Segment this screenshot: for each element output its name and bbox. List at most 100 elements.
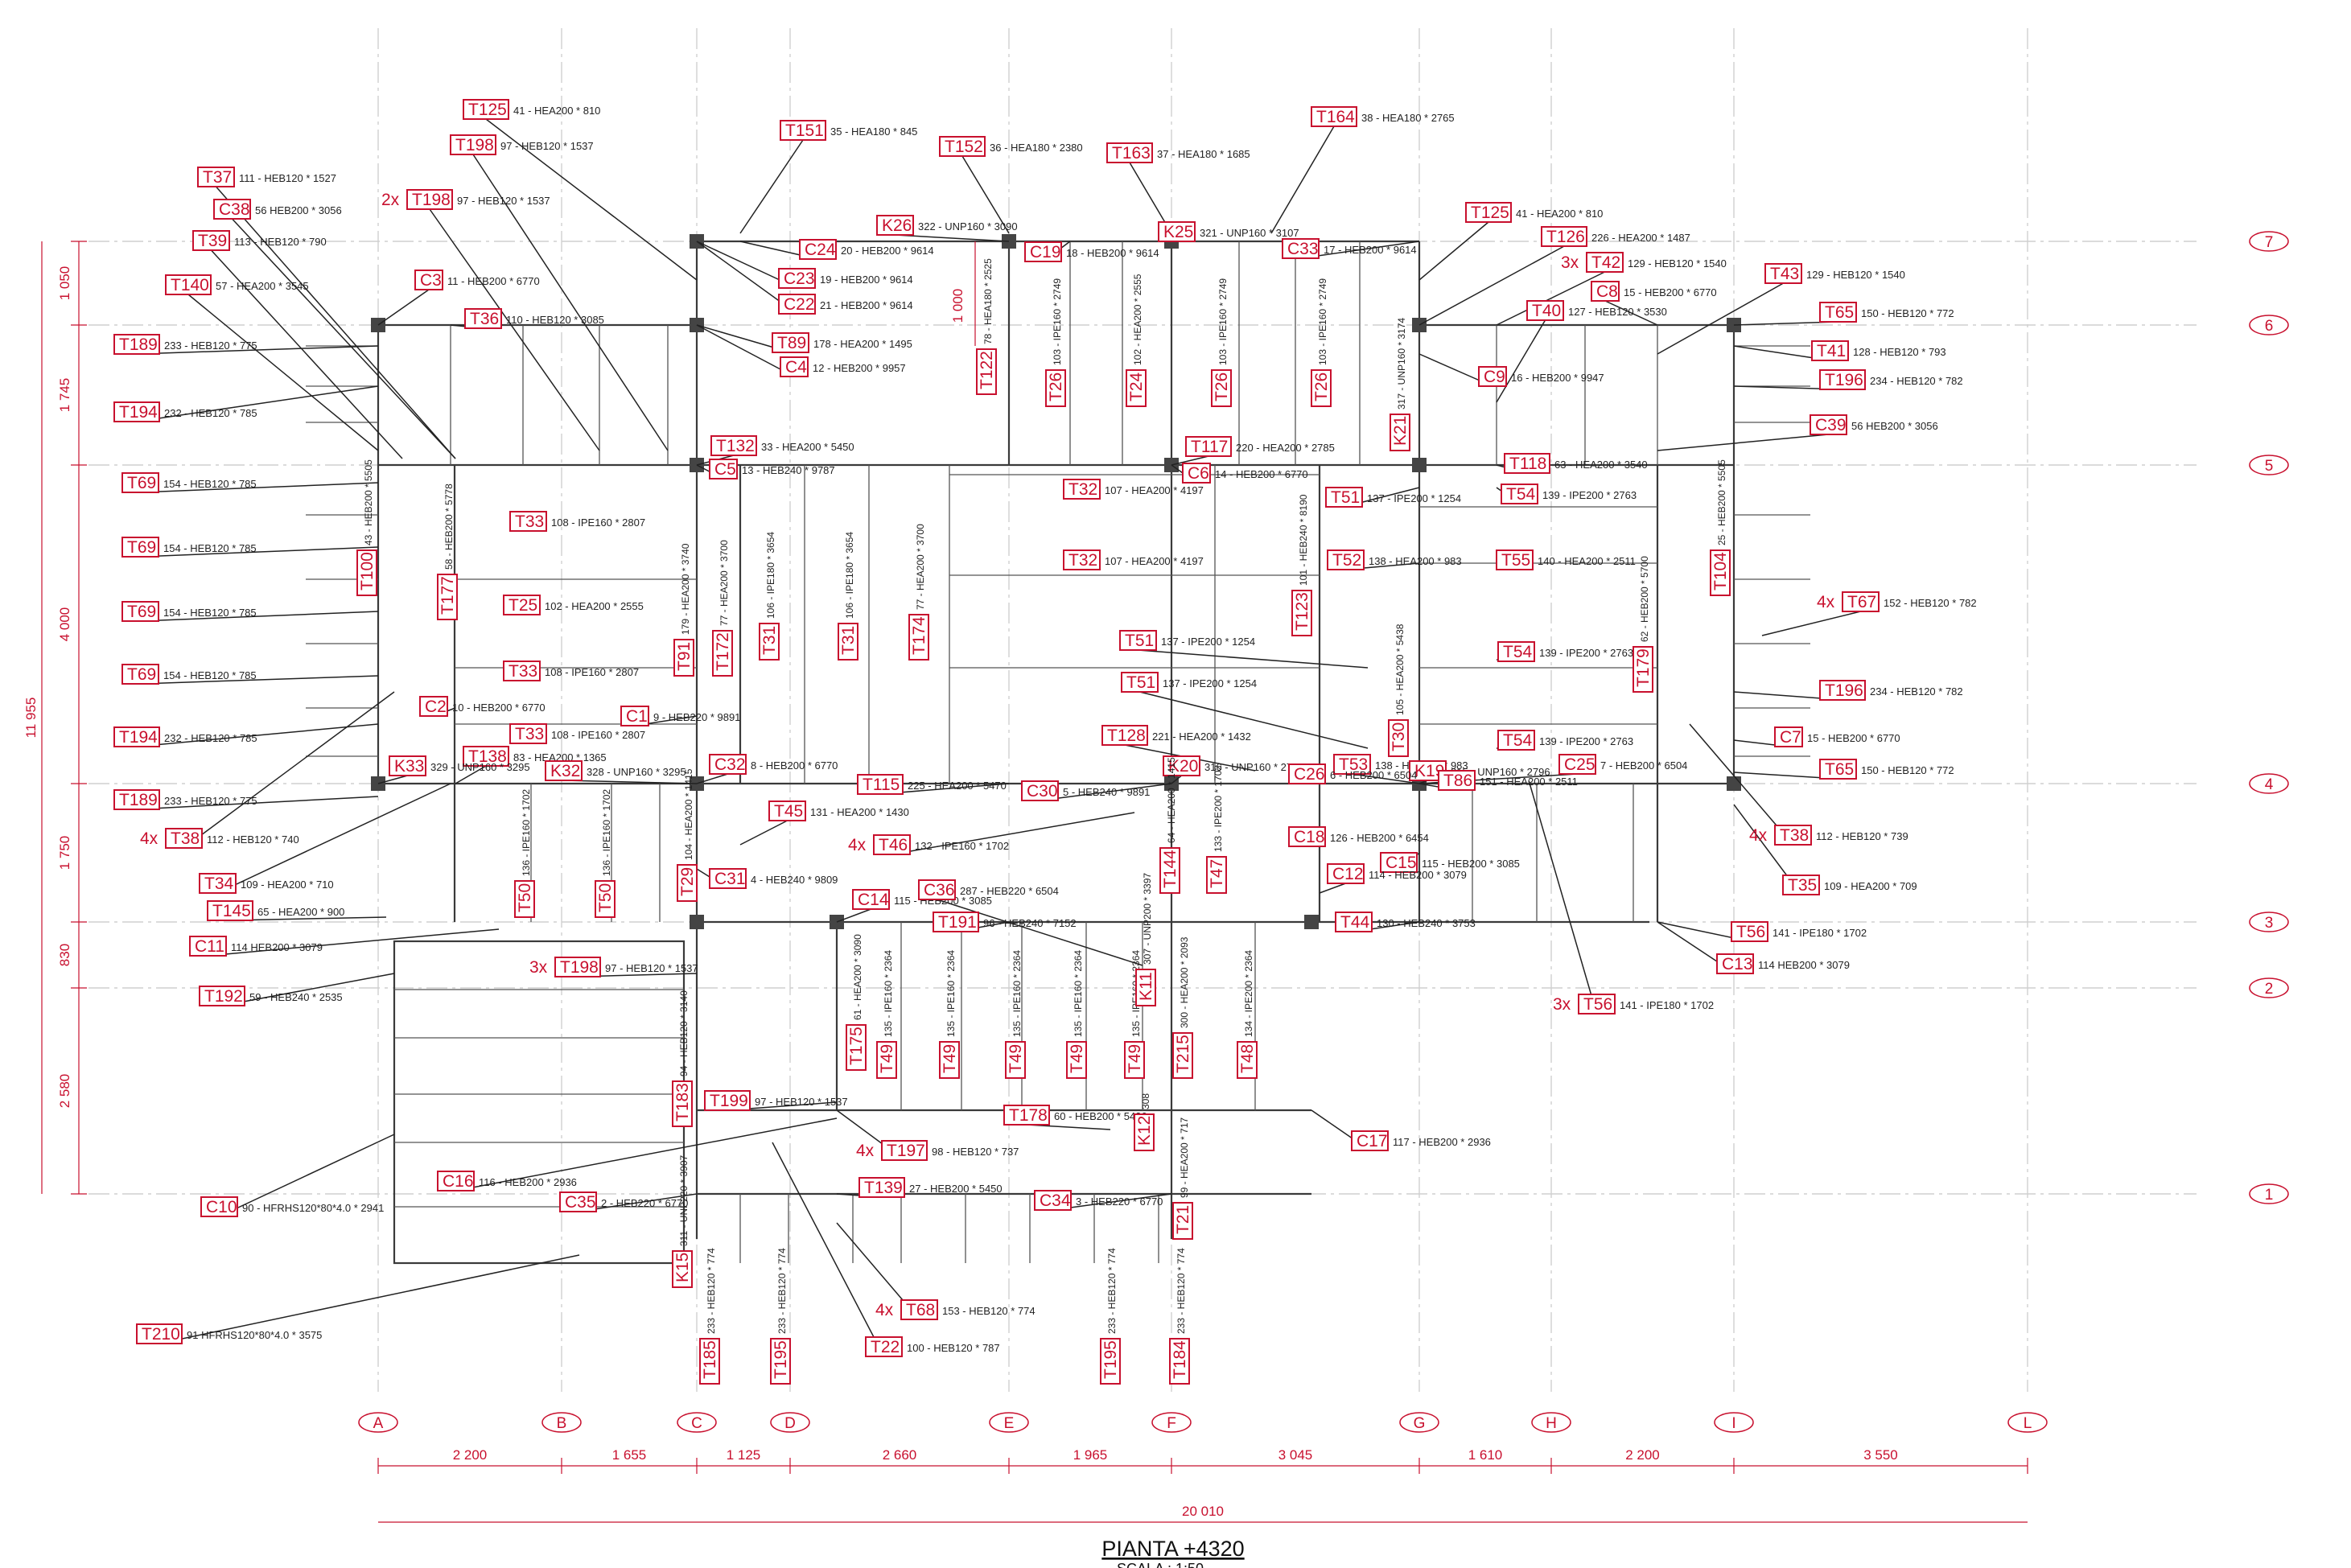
- member-id-label: T26: [1047, 372, 1065, 401]
- member-spec-label: 116 - HEB200 * 2936: [479, 1176, 577, 1188]
- leader-line: [1040, 783, 1172, 801]
- member-id-label: T86: [1443, 772, 1472, 790]
- member-id-label: C16: [443, 1172, 474, 1191]
- member-id-label: K15: [673, 1253, 692, 1282]
- grid-lines: [89, 28, 2197, 1392]
- grid-bubble-col-F: F: [1151, 1412, 1192, 1433]
- leader-line: [140, 546, 379, 558]
- leader-line: [136, 796, 379, 810]
- member-spec-label: 77 - HEA200 * 3700: [915, 524, 926, 610]
- member-spec-label: 300 - HEA200 * 2093: [1179, 936, 1190, 1028]
- grid-bubble-row-3: 3: [2249, 912, 2289, 932]
- member-spec-label: 137 - IPE200 * 1254: [1367, 492, 1461, 504]
- member-id-label: T49: [878, 1044, 896, 1073]
- member-spec-label: 97 - HEB120 * 1537: [457, 195, 550, 207]
- member-id-label: C2: [425, 698, 447, 716]
- member-id-label: T122: [978, 351, 996, 389]
- member-id-label: T179: [1634, 648, 1653, 687]
- leader-line: [231, 218, 456, 459]
- member-id-label: T44: [1340, 913, 1370, 932]
- member-id-label: T189: [119, 335, 158, 354]
- member-spec-label: 226 - HEA200 * 1487: [1591, 232, 1690, 244]
- member-spec-label: 137 - IPE200 * 1254: [1163, 677, 1257, 689]
- member-spec-label: 17 - HEB200 * 9614: [1324, 244, 1417, 256]
- dimension-label: 1 745: [57, 378, 72, 413]
- dimension-label: 1 610: [1468, 1447, 1503, 1463]
- member-id-label: T38: [171, 829, 200, 848]
- member-spec-label: 220 - HEA200 * 2785: [1236, 442, 1335, 454]
- member-spec-label: 178 - HEA200 * 1495: [813, 338, 912, 350]
- member-spec-label: 11 - HEB200 * 6770: [447, 275, 540, 287]
- leader-line: [136, 345, 379, 355]
- member-id-label: T54: [1506, 485, 1536, 504]
- leader-line: [1171, 455, 1209, 466]
- member-spec-label: 41 - HEA200 * 810: [513, 105, 600, 117]
- member-id-label: T91: [675, 642, 694, 671]
- member-spec-label: 233 - HEB120 * 774: [1176, 1248, 1187, 1334]
- multiplier-label: 3x: [529, 958, 548, 977]
- dimension-label: 1 125: [727, 1447, 761, 1463]
- member-spec-label: 56 HEB200 * 3056: [1851, 420, 1938, 432]
- member-spec-label: 41 - HEA200 * 810: [1516, 208, 1603, 220]
- grid-bubble-col-A: A: [358, 1412, 398, 1433]
- member-id-label: C39: [1815, 416, 1847, 434]
- member-spec-label: 15 - HEB200 * 6770: [1624, 286, 1717, 298]
- member-spec-label: 221 - HEA200 * 1432: [1152, 730, 1251, 743]
- svg-text:1: 1: [2265, 1187, 2274, 1204]
- member-spec-label: 62 - HEB200 * 5700: [1639, 556, 1650, 642]
- member-id-label: T104: [1711, 552, 1730, 591]
- multiplier-label: 4x: [848, 836, 867, 854]
- member-id-label: T30: [1390, 722, 1408, 751]
- member-id-label: T32: [1068, 551, 1097, 570]
- member-spec-label: 135 - IPE160 * 2364: [945, 950, 957, 1037]
- member-id-label: T132: [716, 437, 755, 455]
- member-spec-label: 57 - HEA200 * 3545: [216, 280, 309, 292]
- grid-bubble-col-D: D: [770, 1412, 810, 1433]
- member-id-label: T31: [760, 626, 779, 655]
- member-id-label: T210: [142, 1325, 180, 1344]
- member-spec-label: 114 - HEB200 * 3079: [1369, 869, 1467, 881]
- member-id-label: C1: [626, 707, 648, 726]
- grid-bubble-row-6: 6: [2249, 315, 2289, 335]
- drawing-scale: SCALA : 1:50: [1117, 1561, 1204, 1568]
- member-spec-label: 316 - UNP160 * 2775: [1204, 761, 1304, 773]
- member-id-label: T41: [1817, 342, 1846, 360]
- dimension-label: 1 655: [612, 1447, 647, 1463]
- leader-line: [229, 916, 387, 921]
- svg-text:F: F: [1167, 1415, 1176, 1432]
- member-spec-label: 317 - UNP160 * 3174: [1396, 318, 1407, 409]
- leader-line: [208, 928, 500, 957]
- member-id-label: T54: [1503, 731, 1533, 750]
- member-id-label: C25: [1564, 755, 1595, 774]
- leader-line: [377, 775, 408, 784]
- member-spec-label: 5 - HEB240 * 9891: [1063, 786, 1150, 798]
- inner-dimension-label: 1 000: [950, 289, 966, 323]
- member-spec-label: 138 - HEA200 * 983: [1369, 555, 1462, 567]
- leader-line: [836, 908, 871, 923]
- leader-lines: [136, 118, 1861, 1357]
- member-spec-label: 152 - HEB120 * 782: [1884, 597, 1977, 609]
